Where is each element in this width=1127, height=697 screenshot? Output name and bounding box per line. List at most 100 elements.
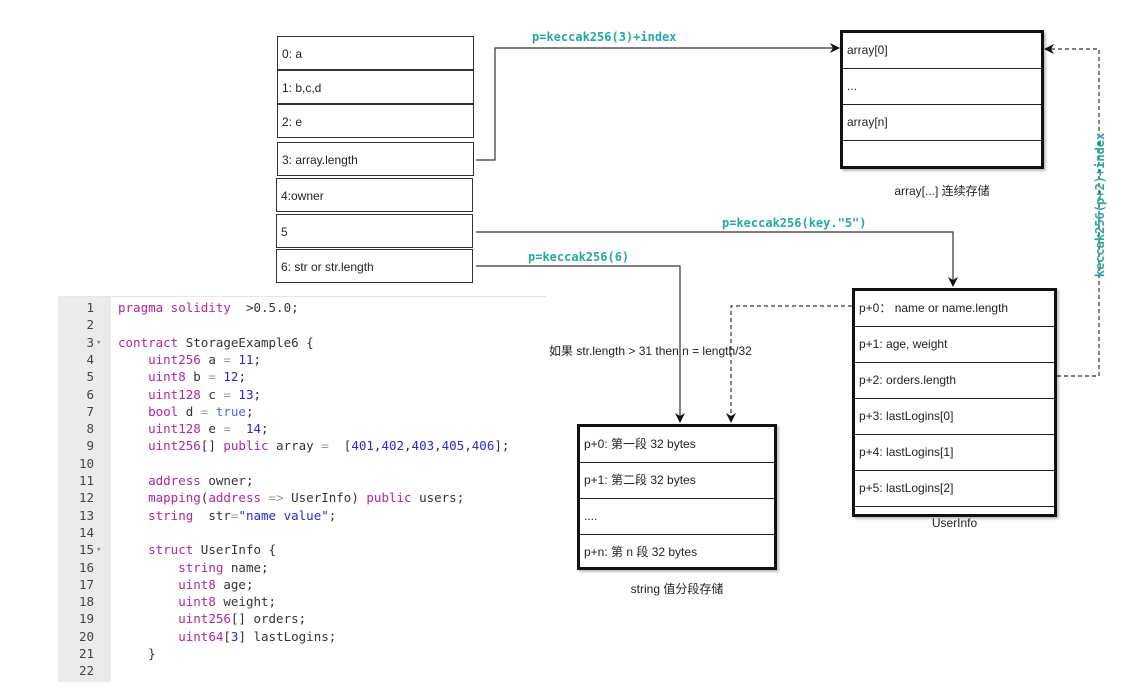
code-line: 17 uint8 age; bbox=[58, 577, 546, 593]
code-text: bool d = true; bbox=[148, 403, 254, 419]
line-number: 2 bbox=[86, 317, 94, 333]
code-text: uint64[3] lastLogins; bbox=[178, 628, 337, 644]
line-number: 16 bbox=[78, 559, 94, 575]
line-number: 20 bbox=[78, 628, 94, 644]
arrow-slot5-to-userinfo bbox=[476, 231, 958, 287]
userinfo-storage-box: p+0： name or name.length p+1: age, weigh… bbox=[852, 288, 1057, 517]
line-number: 22 bbox=[78, 663, 94, 679]
slot-row: 4:owner bbox=[276, 178, 473, 212]
code-line: 19 uint256[] orders; bbox=[58, 611, 546, 627]
line-number: 1 bbox=[86, 300, 94, 315]
code-text: mapping(address => UserInfo) public user… bbox=[148, 490, 465, 506]
string-formula-label: p=keccak256(6) bbox=[528, 250, 630, 264]
slot-label: 3: array.length bbox=[282, 153, 358, 167]
userinfo-caption: UserInfo bbox=[931, 516, 978, 530]
code-line: 9 uint256[] public array = [401,402,403,… bbox=[58, 438, 546, 454]
string-caption: string 值分段存储 bbox=[630, 582, 724, 596]
code-text: pragma solidity >0.5.0; bbox=[118, 300, 299, 315]
line-number: 19 bbox=[78, 611, 94, 627]
array-formula-label: p=keccak256(3)+index bbox=[532, 30, 677, 44]
string-length-note: 如果 str.length > 31 then n = length/32 bbox=[549, 344, 752, 358]
line-number: 6 bbox=[86, 386, 94, 402]
string-row: p+0: 第一段 32 bytes bbox=[580, 427, 774, 463]
string-storage-box: p+0: 第一段 32 bytes p+1: 第二段 32 bytes ....… bbox=[577, 424, 777, 570]
line-number: 5 bbox=[86, 369, 94, 385]
slot-label: 1: b,c,d bbox=[282, 81, 322, 95]
code-editor-border bbox=[58, 296, 546, 297]
code-line: 7 bool d = true; bbox=[58, 404, 546, 420]
code-line: 6 uint128 c = 13; bbox=[58, 387, 546, 403]
code-line: 13 string str="name value"; bbox=[58, 508, 546, 524]
line-number: 18 bbox=[78, 594, 94, 610]
line-number-gutter bbox=[58, 296, 111, 682]
line-number: 17 bbox=[78, 576, 94, 592]
code-line: 2 bbox=[58, 317, 546, 333]
line-number: 3 bbox=[86, 334, 94, 350]
arrow-name-to-string bbox=[726, 305, 852, 423]
code-text: uint8 b = 12; bbox=[148, 369, 246, 385]
code-line: 11 address owner; bbox=[58, 473, 546, 489]
code-text: uint256[] public array = [401,402,403,40… bbox=[148, 438, 510, 454]
array-storage-box: array[0] ... array[n] bbox=[840, 30, 1044, 169]
line-number: 21 bbox=[78, 646, 94, 661]
code-line: 3▾ contract StorageExample6 { bbox=[58, 335, 546, 351]
code-text: string name; bbox=[178, 559, 269, 575]
arrow-slot6-to-string bbox=[476, 265, 685, 423]
slot-row: 1: b,c,d bbox=[277, 70, 474, 104]
orders-formula-label: keccak256(p+2)+index bbox=[1093, 132, 1107, 278]
line-number: 9 bbox=[86, 438, 94, 454]
line-number: 12 bbox=[78, 490, 94, 506]
code-text: uint8 weight; bbox=[178, 594, 277, 610]
code-line: 16 string name; bbox=[58, 560, 546, 576]
slot-label: 4:owner bbox=[281, 189, 324, 203]
userinfo-row: p+4: lastLogins[1] bbox=[855, 435, 1054, 471]
array-row: array[0] bbox=[843, 33, 1041, 69]
code-text: uint128 c = 13; bbox=[148, 386, 262, 402]
mapping-formula-label: p=keccak256(key."5") bbox=[722, 216, 867, 230]
code-line: 14 bbox=[58, 525, 546, 541]
userinfo-row: p+0： name or name.length bbox=[855, 291, 1054, 327]
line-number: 10 bbox=[78, 455, 94, 471]
code-text: string str="name value"; bbox=[148, 507, 337, 523]
slot-label: 2: e bbox=[282, 115, 303, 129]
line-number: 4 bbox=[86, 351, 94, 367]
array-row: array[n] bbox=[843, 105, 1041, 141]
userinfo-row: p+3: lastLogins[0] bbox=[855, 399, 1054, 435]
code-text: uint128 e = 14; bbox=[148, 421, 269, 437]
code-line: 8 uint128 e = 14; bbox=[58, 421, 546, 437]
fold-toggle-icon[interactable]: ▾ bbox=[96, 337, 102, 348]
line-number: 7 bbox=[86, 403, 94, 419]
slot-row: 5 bbox=[276, 214, 473, 248]
slot-label: 6: str or str.length bbox=[281, 260, 374, 274]
code-line: 4 uint256 a = 11; bbox=[58, 352, 546, 368]
code-text: struct UserInfo { bbox=[148, 542, 277, 558]
userinfo-row: p+5: lastLogins[2] bbox=[855, 471, 1054, 507]
slot-label: 0: a bbox=[282, 47, 303, 61]
arrow-slot3-to-array bbox=[476, 43, 840, 161]
code-text: } bbox=[118, 646, 156, 661]
arrow-orders-to-array bbox=[1044, 44, 1100, 377]
code-line: 12 mapping(address => UserInfo) public u… bbox=[58, 490, 546, 506]
string-row: p+n: 第 n 段 32 bytes bbox=[584, 545, 698, 559]
array-caption: array[...] 连续存储 bbox=[894, 184, 990, 198]
code-line: 18 uint8 weight; bbox=[58, 594, 546, 610]
code-line: 1 pragma solidity >0.5.0; bbox=[58, 300, 546, 316]
code-line: 10 bbox=[58, 456, 546, 472]
code-text: uint256[] orders; bbox=[178, 611, 307, 627]
slot-row: 6: str or str.length bbox=[276, 249, 473, 283]
userinfo-row bbox=[855, 507, 1054, 515]
code-line: 5 uint8 b = 12; bbox=[58, 369, 546, 385]
code-line: 21 } bbox=[58, 646, 546, 662]
fold-toggle-icon[interactable]: ▾ bbox=[96, 545, 102, 556]
code-text: contract StorageExample6 { bbox=[118, 334, 314, 350]
slot-label: 5 bbox=[281, 225, 288, 239]
array-row: ... bbox=[843, 69, 1041, 105]
line-number: 13 bbox=[78, 507, 94, 523]
code-line: 22 bbox=[58, 663, 546, 679]
string-row: .... bbox=[580, 499, 774, 535]
string-row: p+1: 第二段 32 bytes bbox=[580, 463, 774, 499]
array-row bbox=[843, 141, 1041, 168]
userinfo-row: p+1: age, weight bbox=[855, 327, 1054, 363]
